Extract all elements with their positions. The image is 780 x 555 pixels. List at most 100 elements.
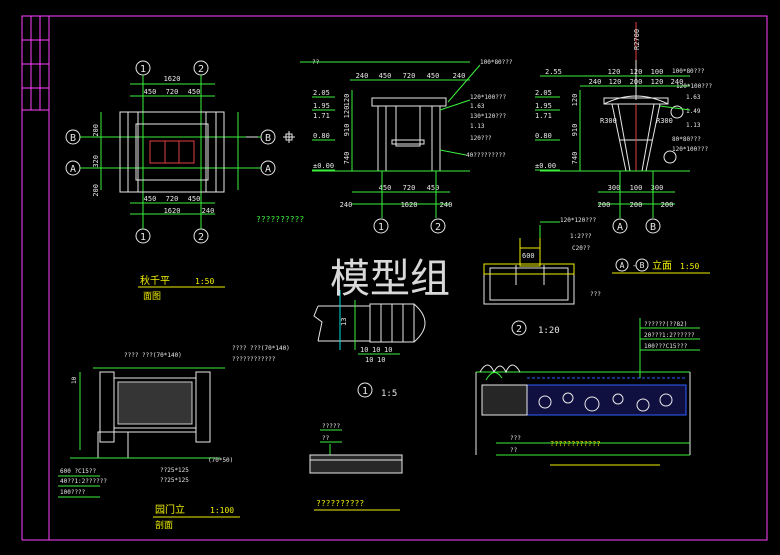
axis-label-b-right: B: [265, 133, 271, 144]
detail2-label: 2: [516, 324, 522, 335]
pond-note-1: ??????(??82): [644, 321, 687, 328]
slab-note-1: ?????: [322, 423, 340, 430]
side-note-r300-left: R300: [600, 117, 617, 125]
gate-note-4: (70*50): [208, 457, 233, 464]
plan-dim-top-3: 450: [188, 88, 201, 96]
gate-note-3: ????????????: [232, 356, 276, 363]
front-note-1: 100*80???: [480, 59, 513, 66]
front-vdim-3: 910: [343, 124, 351, 137]
front-vdim-1: 120: [343, 94, 351, 107]
side-note-7: 120*100???: [672, 146, 709, 153]
side-note-5: 1.13: [686, 122, 701, 129]
gate-left-note-2: 40??1:2??????: [60, 478, 107, 485]
side-level-3: 1.95: [535, 102, 552, 110]
plan-dim-bot-3: 450: [188, 195, 201, 203]
side-vdim-1: 120: [571, 94, 579, 107]
side-title-axis-a: A: [620, 261, 625, 270]
front-note-7: 40?????????: [466, 152, 506, 159]
detail1-dim-vert: 13: [340, 318, 348, 326]
side-dim-bot-2: 100: [630, 184, 643, 192]
front-note-top-left: ??: [312, 59, 320, 66]
detail1-dim-2: 10: [372, 346, 380, 354]
front-note-6: 120???: [470, 135, 492, 142]
plan-subtitle: 面图: [143, 291, 161, 302]
side-vdim-2: 910: [571, 124, 579, 137]
front-level-4: 0.80: [313, 132, 330, 140]
axis-label-a-right: A: [265, 164, 271, 175]
side-dim-top-1: 120: [608, 68, 621, 76]
side-title-axis-b: B: [640, 261, 645, 270]
plan-dim-bot-extra: 240: [202, 207, 215, 215]
gate-left-note-3: 100????: [60, 489, 86, 496]
title-strip: [21, 15, 50, 111]
side-note-6: 80*80???: [672, 136, 701, 143]
slab-caption: ??????????: [316, 499, 364, 508]
gate-note-5: ??25*125: [160, 467, 189, 474]
svg-text:-: -: [632, 261, 637, 270]
plan-side-dim-3: 200: [92, 184, 100, 197]
detail1-dim-5: 10: [377, 356, 385, 364]
axis-label-2-top: 2: [198, 64, 204, 75]
front-axis-1: 1: [378, 222, 384, 233]
gate-subtitle: 剖面: [155, 519, 173, 531]
front-dim-base-2: 1620: [401, 201, 418, 209]
plan-dim-bot-1: 450: [144, 195, 157, 203]
front-level-3: 1.71: [313, 112, 330, 120]
front-dim-top-3: 720: [403, 72, 416, 80]
detail-2: 600 120*120??? 1:2??? C20?? ??? 2 1:20: [483, 217, 601, 336]
side-dim-base-1: 200: [598, 201, 611, 209]
side-note-3: 1.63: [686, 94, 701, 101]
side-dim-base-3: 200: [661, 201, 674, 209]
front-note-2: 120*100???: [470, 94, 507, 101]
front-note-3: 1.63: [470, 103, 485, 110]
plan-dim-top-2: 720: [166, 88, 179, 96]
side-dim-bot-1: 300: [608, 184, 621, 192]
plan-dim-top-total: 1620: [164, 75, 181, 83]
front-level-5: ±0.00: [313, 162, 334, 170]
detail2-note-4: ???: [590, 291, 601, 298]
detail2-note-1: 120*120???: [560, 217, 597, 224]
detail2-scale: 1:20: [538, 326, 560, 336]
front-vdim-4: 740: [343, 152, 351, 165]
front-dim-base-1: 240: [340, 201, 353, 209]
gate-elevation: 10 ???? ???(70*140) ???? ???(70*140) ???…: [58, 345, 290, 531]
plan-dim-bot-total: 1620: [164, 207, 181, 215]
front-level-1: 2.05: [313, 89, 330, 97]
detail1-label: 1: [362, 386, 368, 397]
watermark: 模型组: [330, 256, 450, 302]
side-title: 立面: [652, 259, 672, 272]
side-note-r300-right: R300: [656, 117, 673, 125]
detail2-dim: 600: [522, 252, 535, 260]
front-axis-2: 2: [435, 222, 441, 233]
axis-label-a-left: A: [70, 164, 76, 175]
side-note-1: 100*80???: [672, 68, 705, 75]
detail1-dim-4: 10: [365, 356, 373, 364]
slab-note-2: ??: [322, 435, 330, 442]
drawing-border: [48, 15, 768, 541]
side-axis-b: B: [650, 222, 656, 233]
plan-note: ??????????: [256, 215, 304, 224]
side-level-1: 2.55: [545, 68, 562, 76]
front-dim-top-5: 240: [453, 72, 466, 80]
detail1-dim-3: 10: [384, 346, 392, 354]
side-level-2: 2.05: [535, 89, 552, 97]
pond-section: ??????(??82) 20???1:2?????? 100???C15???…: [475, 318, 700, 466]
gate-vdim-1: 10: [71, 376, 78, 384]
pond-caption: ????????????: [550, 440, 601, 448]
axis-label-1-top: 1: [140, 64, 146, 75]
gate-scale: 1:100: [210, 506, 234, 515]
gate-note-2: ???? ???(70*140): [232, 345, 290, 352]
front-dim-base-3: 240: [440, 201, 453, 209]
pond-ground-1: ???: [510, 435, 521, 442]
front-vdim-2: 120: [343, 106, 351, 119]
side-note-r2700: R2700: [633, 29, 641, 50]
axis-label-2-bottom: 2: [198, 232, 204, 243]
plan-view: 1 2 1 2 B A B A 1620 450 720 450 450 720…: [65, 60, 304, 302]
plan-dim-bot-2: 720: [166, 195, 179, 203]
plan-side-dim-2: 320: [92, 155, 100, 168]
pond-note-3: 100???C15???: [644, 343, 688, 350]
front-elevation: ?? 240 450 720 450 240 2.05 1.95 1.71 0.…: [300, 59, 513, 234]
plan-dim-top-1: 450: [144, 88, 157, 96]
pond-ground-2: ??: [510, 447, 518, 454]
